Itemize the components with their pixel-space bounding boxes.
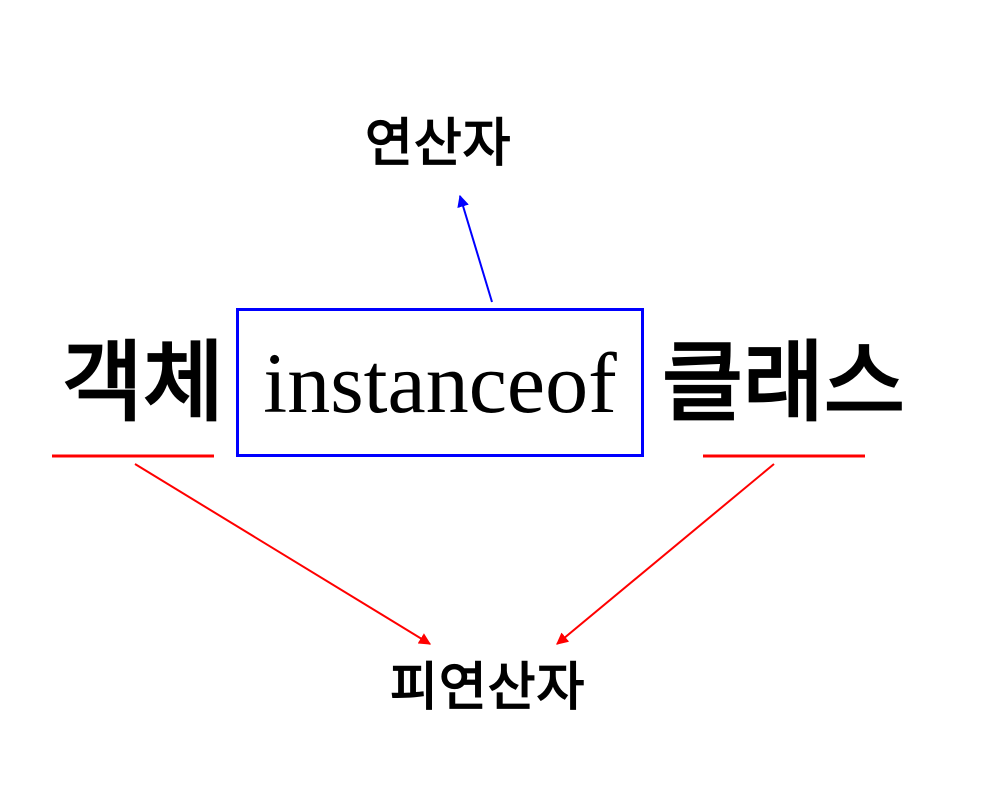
right-operand-text: 클래스 — [662, 330, 905, 434]
operator-arrow — [457, 194, 493, 303]
operand-caption: 피연산자 — [390, 657, 586, 718]
operator-caption: 연산자 — [365, 113, 512, 174]
left-operand-arrow — [134, 463, 432, 645]
operator-keyword: instanceof — [263, 334, 617, 431]
left-operand-text: 객체 — [62, 330, 224, 434]
right-operand-arrow — [556, 463, 775, 645]
operator-box: instanceof — [236, 308, 644, 457]
